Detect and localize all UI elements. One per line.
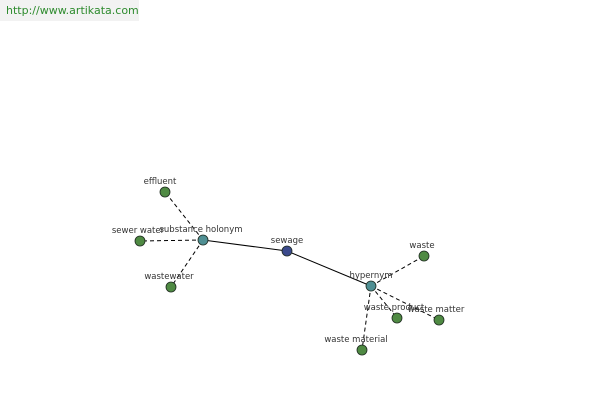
edge-hypernym-waste-matter [370, 285, 440, 321]
node-effluent[interactable] [159, 186, 171, 198]
node-label-effluent[interactable]: effluent [144, 177, 177, 187]
edges-layer [139, 191, 440, 351]
node-waste-product[interactable] [391, 312, 403, 324]
edge-hypernym-waste-material [361, 285, 372, 351]
edge-sewage-substance-holonym [202, 239, 288, 252]
node-substance-holonym[interactable] [197, 234, 209, 246]
node-label-waste-product[interactable]: waste product [364, 303, 425, 313]
node-label-waste-material[interactable]: waste material [324, 335, 387, 345]
labels-layer: sewage substance holonym hypernym effluent s… [112, 177, 465, 345]
node-sewer-water[interactable] [134, 235, 146, 247]
node-waste-material[interactable] [356, 344, 368, 356]
node-label-waste[interactable]: waste [409, 241, 434, 251]
edge-hypernym-waste-product [370, 285, 398, 319]
edge-substance-holonym-effluent [164, 191, 204, 241]
edge-substance-holonym-wastewater [170, 239, 204, 288]
node-sewage[interactable] [281, 245, 293, 257]
node-label-hypernym[interactable]: hypernym [349, 271, 392, 281]
node-hypernym[interactable] [365, 280, 377, 292]
node-waste[interactable] [418, 250, 430, 262]
nodes-layer [134, 186, 445, 356]
node-wastewater[interactable] [165, 281, 177, 293]
url-banner: http://www.artikata.com [0, 0, 139, 21]
node-label-substance-holonym[interactable]: substance holonym [159, 225, 242, 235]
node-label-sewage[interactable]: sewage [271, 236, 303, 246]
edge-hypernym-waste [370, 255, 425, 287]
edge-sewage-hypernym [286, 250, 372, 287]
edge-substance-holonym-sewer-water [139, 239, 204, 242]
node-waste-matter[interactable] [433, 314, 445, 326]
site-url-link[interactable]: http://www.artikata.com [6, 4, 139, 17]
node-label-wastewater[interactable]: wastewater [144, 272, 194, 282]
node-label-waste-matter[interactable]: waste matter [408, 305, 465, 315]
node-label-sewer-water[interactable]: sewer water [112, 226, 165, 236]
